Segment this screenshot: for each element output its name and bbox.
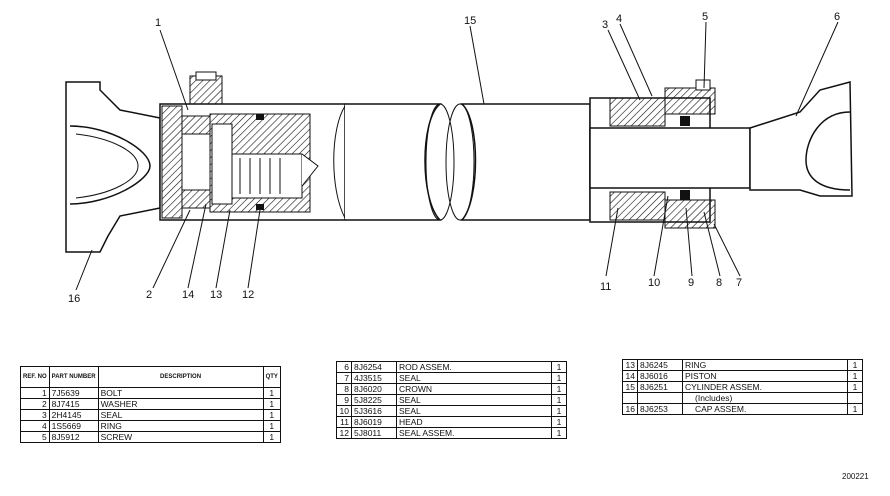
callout-3: 3 — [602, 19, 608, 31]
callout-16: 16 — [68, 293, 80, 305]
callout-14: 14 — [182, 289, 194, 301]
cylinder-tube-break — [345, 103, 591, 221]
rod-eye — [749, 81, 853, 197]
callout-8: 8 — [716, 277, 722, 289]
callout-13: 13 — [210, 289, 222, 301]
figure-number: 200221 — [842, 472, 869, 481]
callout-7: 7 — [736, 277, 742, 289]
right-head — [589, 79, 751, 229]
callout-6: 6 — [834, 11, 840, 23]
left-barrel — [159, 71, 346, 221]
callout-9: 9 — [688, 277, 694, 289]
header-part-number: PART NUMBER — [48, 366, 99, 388]
callout-11: 11 — [600, 281, 611, 293]
callout-labels: 1 2 3 4 5 6 7 8 9 10 11 12 13 14 15 16 — [68, 11, 840, 305]
callout-4: 4 — [616, 13, 622, 25]
callout-5: 5 — [702, 11, 708, 23]
callout-10: 10 — [648, 277, 660, 289]
header-ref: REF. NO — [20, 366, 50, 388]
callout-2: 2 — [146, 289, 152, 301]
cylinder-exploded-diagram: 1 2 3 4 5 6 7 8 9 10 11 12 13 14 15 16 — [65, 11, 853, 305]
callout-12: 12 — [242, 289, 254, 301]
cap-eye — [65, 81, 161, 253]
callout-1: 1 — [155, 17, 161, 29]
callout-15: 15 — [464, 15, 476, 27]
header-qty: QTY — [262, 366, 281, 388]
header-description: DESCRIPTION — [97, 366, 264, 388]
table-row: (Includes) — [622, 392, 863, 404]
leader-lines — [75, 21, 839, 291]
